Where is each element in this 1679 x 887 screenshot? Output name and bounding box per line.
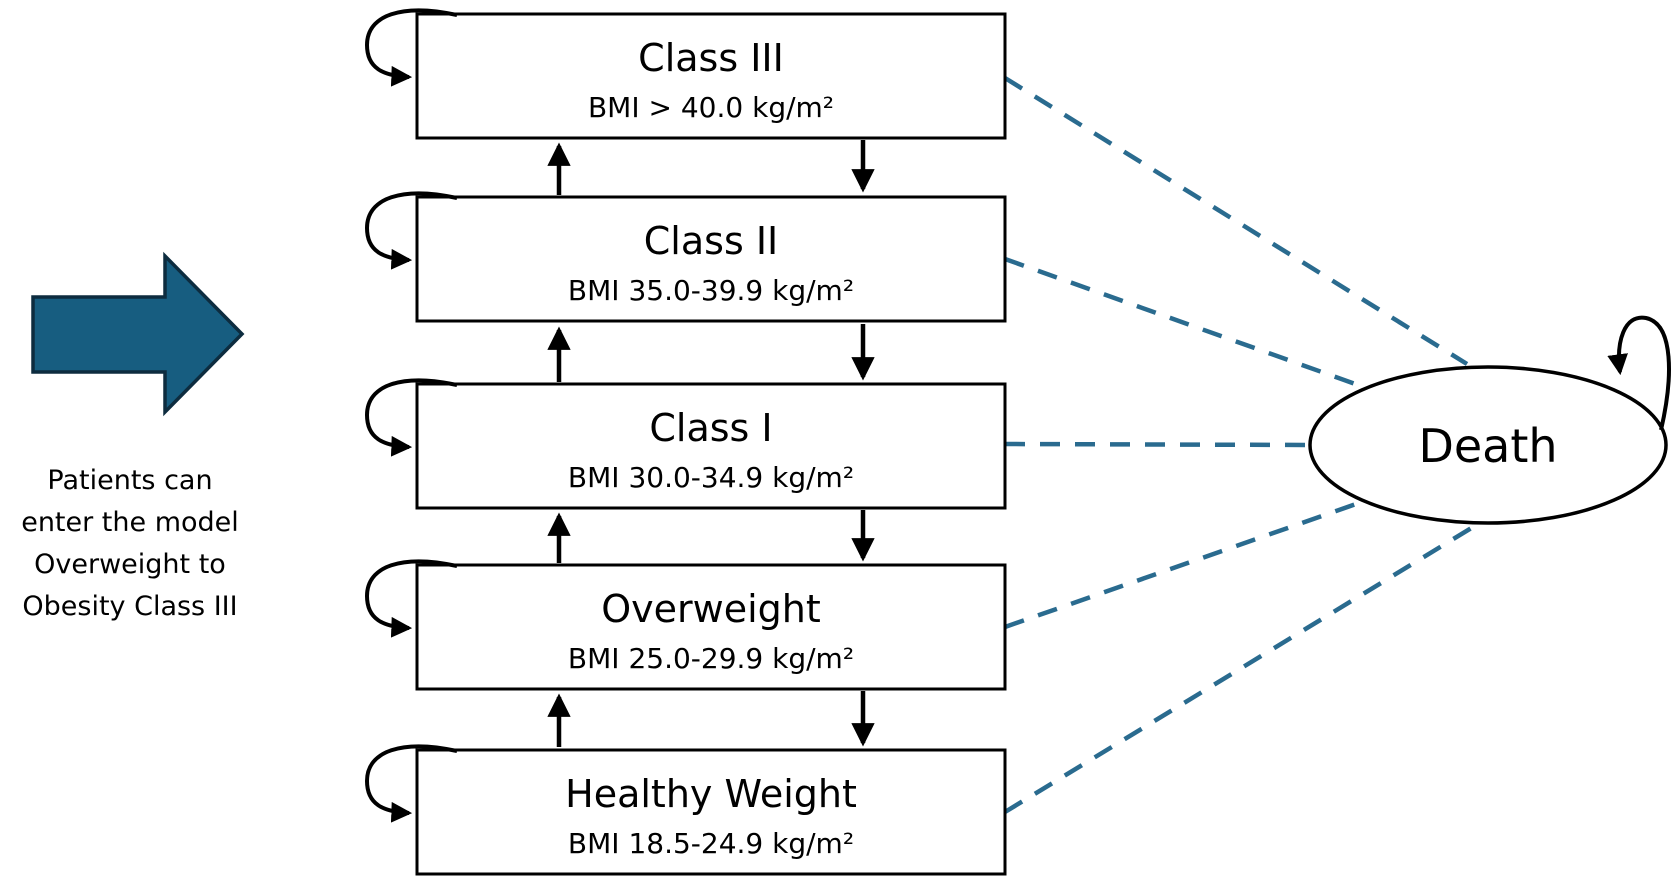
state-class-ii: Class II BMI 35.0-39.9 kg/m²	[364, 191, 1007, 323]
state-subtitle: BMI 25.0-29.9 kg/m²	[568, 642, 854, 675]
dashed-death-transition-class-ii	[1004, 256, 1362, 389]
dashed-death-transition-healthy-weight	[1003, 525, 1475, 814]
entry-note-line: Overweight to	[34, 549, 226, 580]
self-loop-arrow-overweight	[364, 559, 458, 638]
entry-note-line: Patients can	[47, 465, 212, 496]
state-title: Class I	[649, 406, 772, 450]
state-subtitle: BMI 18.5-24.9 kg/m²	[568, 827, 854, 860]
self-loop-arrow-class-iii	[364, 8, 458, 87]
death-label: Death	[1418, 419, 1557, 473]
state-title: Class III	[638, 36, 784, 80]
state-class-i: Class I BMI 30.0-34.9 kg/m²	[364, 378, 1007, 510]
entry-note-line: Obesity Class III	[22, 591, 237, 622]
entry-arrow	[31, 251, 245, 417]
state-box-class-i	[415, 382, 1007, 510]
state-title: Healthy Weight	[565, 772, 857, 816]
self-loop-arrow-healthy-weight	[364, 744, 458, 823]
state-box-overweight	[415, 563, 1007, 691]
state-subtitle: BMI > 40.0 kg/m²	[588, 91, 834, 124]
state-overweight: Overweight BMI 25.0-29.9 kg/m²	[364, 559, 1007, 691]
state-box-healthy-weight	[415, 748, 1007, 876]
state-subtitle: BMI 35.0-39.9 kg/m²	[568, 274, 854, 307]
death-ellipse	[1308, 365, 1668, 525]
state-death: Death	[1308, 315, 1671, 525]
entry-note-line: enter the model	[21, 507, 239, 538]
entry-note: Patients can enter the model Overweight …	[21, 465, 239, 622]
dashed-death-transition-class-i	[1004, 441, 1309, 448]
death-self-loop-arrow	[1607, 315, 1671, 431]
dashed-death-transition-overweight	[1004, 500, 1360, 630]
state-class-iii: Class III BMI > 40.0 kg/m²	[364, 8, 1007, 140]
state-title: Class II	[644, 219, 778, 263]
state-title: Overweight	[601, 587, 821, 631]
state-subtitle: BMI 30.0-34.9 kg/m²	[568, 461, 854, 494]
death-transitions	[1003, 76, 1475, 814]
state-box-class-iii	[415, 12, 1007, 140]
state-transitions	[547, 140, 875, 747]
state-box-class-ii	[415, 195, 1007, 323]
dashed-death-transition-class-iii	[1003, 76, 1469, 366]
self-loop-arrow-class-ii	[364, 191, 458, 270]
self-loop-arrow-class-i	[364, 378, 458, 457]
state-healthy-weight: Healthy Weight BMI 18.5-24.9 kg/m²	[364, 744, 1007, 876]
